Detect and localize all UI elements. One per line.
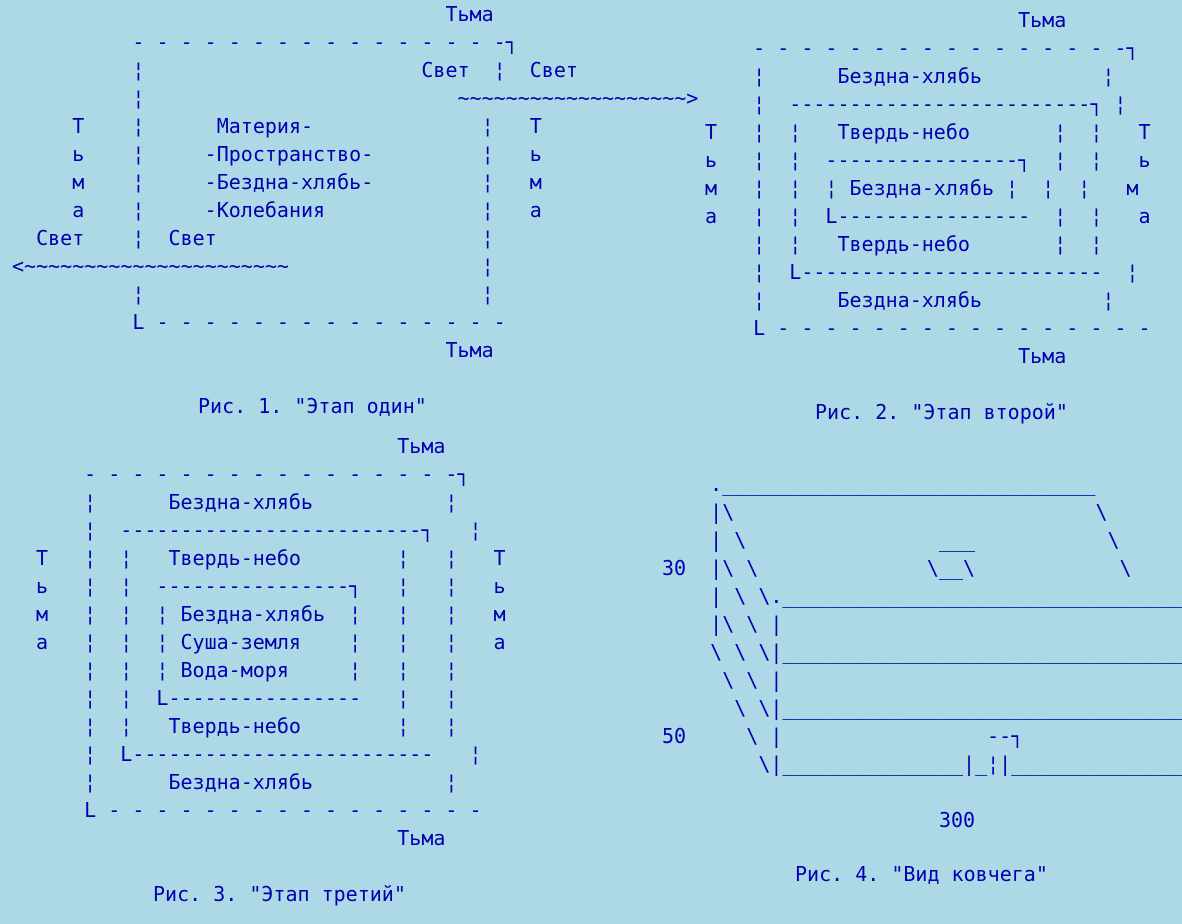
figure-4-ark-art: ._______________________________ |\ \ | … bbox=[662, 472, 1182, 832]
figure-3-caption: Рис. 3. "Этап третий" bbox=[153, 882, 406, 906]
figure-1-art: Тьма - - - - - - - - - - - - - - - -┐ ¦ … bbox=[12, 2, 699, 362]
figure-2-caption: Рис. 2. "Этап второй" bbox=[815, 400, 1068, 424]
figure-3-art: Тьма - - - - - - - - - - - - - - - -┐ ¦ … bbox=[36, 434, 506, 850]
figure-4-caption: Рис. 4. "Вид ковчега" bbox=[795, 862, 1048, 886]
figure-2-art: Тьма - - - - - - - - - - - - - - - -┐ ¦ … bbox=[705, 8, 1151, 368]
figure-1-caption: Рис. 1. "Этап один" bbox=[198, 394, 427, 418]
